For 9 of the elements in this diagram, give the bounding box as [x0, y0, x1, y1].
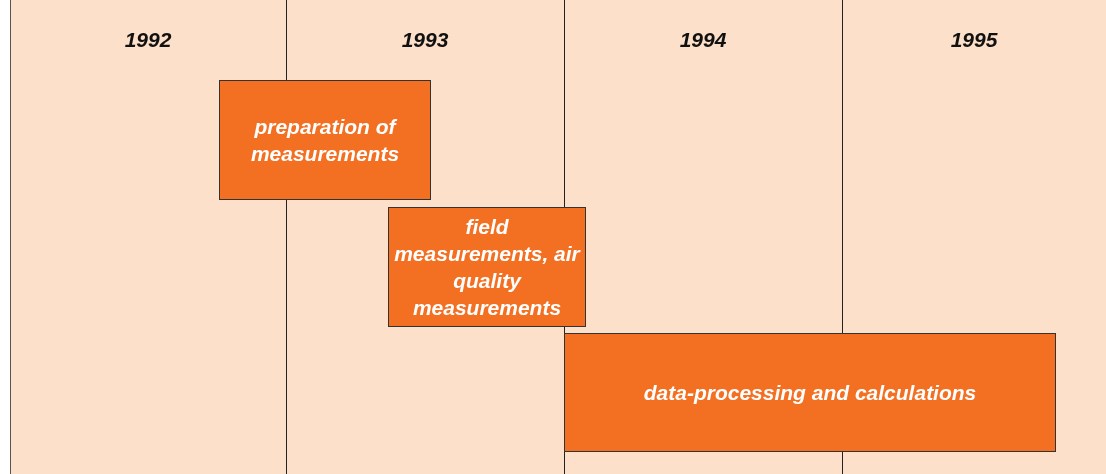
year-label: 1995 [949, 28, 999, 52]
task-label: data-processing and calculations [643, 380, 977, 406]
task-bar [564, 333, 1056, 452]
year-label: 1993 [400, 28, 450, 52]
year-label: 1992 [123, 28, 173, 52]
year-label: 1994 [678, 28, 728, 52]
task-label: preparation of measurements [249, 114, 401, 167]
task-label: field measurements, air quality measurements [393, 214, 582, 321]
task-bar [219, 80, 431, 200]
